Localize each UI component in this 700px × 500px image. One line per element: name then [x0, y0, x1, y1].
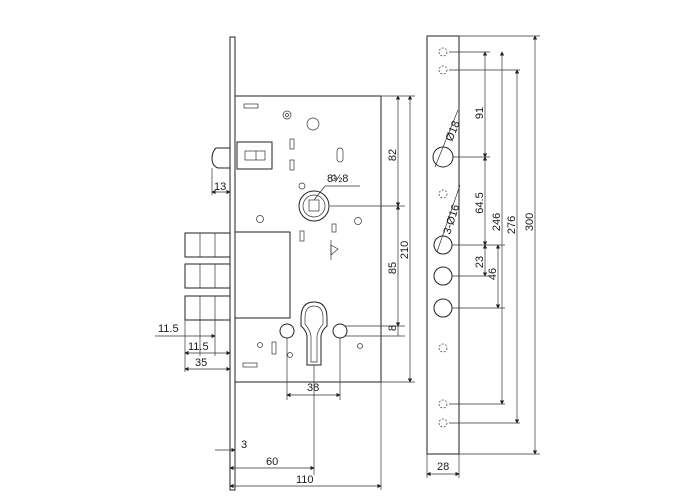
dim-spindle-to-cylinder: 85	[387, 262, 399, 274]
screw	[354, 217, 362, 225]
hole	[332, 323, 348, 339]
dim-cylinder-spacing: 38	[307, 382, 319, 394]
dim-strike-246: 246	[491, 213, 503, 231]
cylinder-cutout	[300, 301, 328, 366]
dim-deadbolt-step-a: 11.5	[158, 323, 179, 335]
deadbolts	[184, 232, 231, 321]
dim-faceplate-thickness: 3	[241, 439, 247, 451]
dim-strike-300: 300	[524, 213, 536, 231]
hole	[279, 323, 295, 339]
deadbolt-housing	[234, 231, 291, 319]
dim-case-depth: 110	[296, 474, 314, 486]
top-hole	[306, 117, 320, 131]
dim-backset: 60	[266, 456, 278, 468]
screw-hole	[438, 65, 448, 75]
dim-top-to-spindle: 82	[387, 149, 399, 161]
faceplate	[229, 36, 236, 491]
dim-strike-46: 46	[487, 268, 499, 280]
lock-case	[234, 95, 382, 383]
lock-body	[184, 36, 382, 491]
slot	[289, 159, 295, 171]
dim-strike-91: 91	[474, 107, 486, 119]
screw-hole	[438, 47, 448, 57]
latch-bolt	[211, 141, 273, 170]
screw-hole	[438, 189, 448, 199]
top-slot	[243, 103, 259, 109]
bolt-hole	[433, 298, 453, 318]
dim-large-hole-dia: Ø18	[444, 119, 463, 143]
screw-hole	[438, 399, 448, 409]
screw-hole	[438, 343, 448, 353]
dim-strike-276: 276	[506, 216, 518, 234]
spindle-hub	[298, 190, 330, 222]
dim-deadbolt-throw: 35	[195, 357, 207, 369]
dim-spindle-square: 8½8	[327, 173, 348, 185]
lock-dimensions: 82 85 210 8 8½8 13 11.5 11.5 35 38 3	[155, 95, 415, 490]
dim-strike-width: 28	[437, 461, 449, 473]
dim-strike-23: 23	[474, 256, 486, 268]
screw	[256, 215, 264, 223]
screw	[282, 110, 292, 120]
slot	[289, 138, 295, 150]
strike-dimensions: 91 64.5 23 46 246 276 300 Ø18 3-Ø16 28	[426, 35, 540, 478]
bolt-hole	[433, 266, 453, 286]
dim-strike-64-5: 64.5	[474, 192, 486, 213]
dim-deadbolt-step-b: 11.5	[188, 341, 209, 353]
bolt-hole	[433, 235, 453, 255]
screw-hole	[438, 418, 448, 428]
dim-cylinder-hole-offset: 8	[387, 325, 399, 331]
screw	[298, 182, 306, 190]
dim-case-height: 210	[399, 241, 411, 259]
oval-slot	[336, 147, 344, 163]
dim-latch-offset: 13	[214, 181, 226, 193]
